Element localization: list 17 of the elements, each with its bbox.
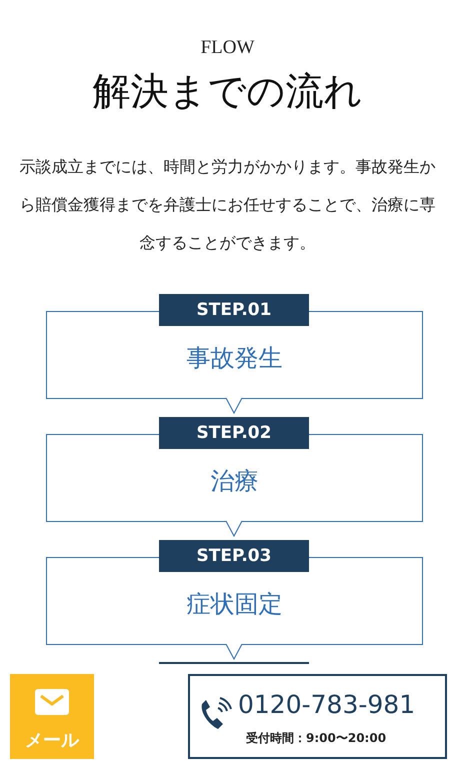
step-label: STEP.03 — [159, 540, 309, 572]
phone-number: 0120-783-981 — [238, 690, 416, 719]
step-card — [46, 417, 423, 522]
step-title: 治療 — [210, 466, 260, 497]
step-card — [46, 294, 423, 399]
intro-paragraph: 示談成立までには、時間と労力がかかります。事故発生から賠償金獲得までを弁護士にお任せすることで、治療に専念することができます。 — [18, 156, 436, 254]
button-label: メール — [24, 729, 80, 752]
phone-button — [188, 674, 447, 759]
mail-button — [10, 674, 94, 759]
step-title: 症状固定 — [186, 589, 284, 620]
step-label: STEP.01 — [159, 294, 309, 326]
step-label: STEP.02 — [159, 417, 309, 449]
section-title: 解決までの流れ — [92, 68, 364, 115]
step-title: 事故発生 — [186, 343, 284, 374]
section-subheading: FLOW — [200, 37, 256, 59]
step-card — [46, 540, 423, 645]
business-hours: 受付時間：9:00〜20:00 — [246, 730, 386, 747]
